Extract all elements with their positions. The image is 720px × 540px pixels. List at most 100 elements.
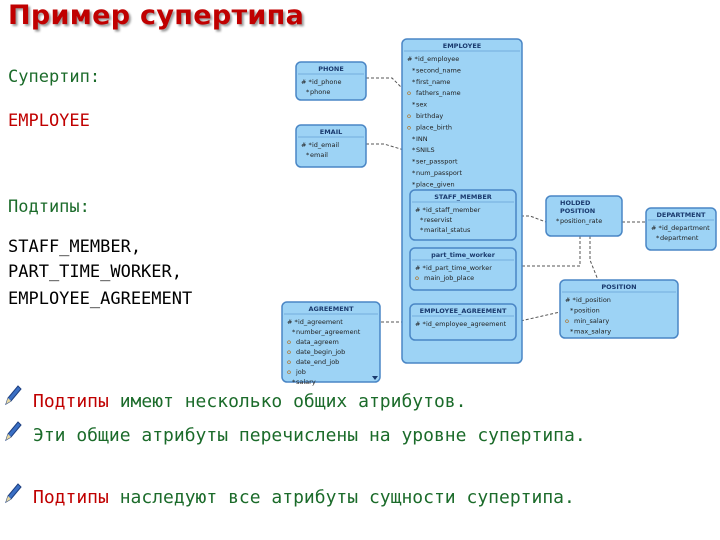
attribute-name: SNILS [416, 146, 435, 154]
attribute-name: id_part_time_worker [426, 264, 492, 272]
attribute-name: id_position [576, 296, 611, 304]
entity-box [545, 195, 623, 237]
attribute-marker: o [415, 274, 419, 282]
entity-name: part_time_worker [431, 251, 496, 259]
entity-staff-member: STAFF_MEMBER# *id_staff_member*reservist… [409, 189, 517, 241]
relationship-line [589, 236, 599, 281]
scroll-down-icon [372, 376, 378, 380]
page-title: Пример супертипа [8, 0, 305, 31]
attribute-marker: * [420, 216, 424, 224]
pencil-bullet-icon [5, 483, 22, 504]
entity-box [409, 247, 517, 291]
entity-name: POSITION [560, 207, 595, 215]
subtypes-label: Подтипы: [8, 197, 90, 217]
attribute-marker: # * [287, 318, 299, 326]
supertype-label: Супертип: [8, 67, 101, 87]
attribute-name: sex [416, 101, 427, 109]
attribute-marker: o [287, 368, 291, 376]
attribute-name: position [574, 307, 600, 315]
entity-name: AGREEMENT [308, 305, 354, 313]
attribute-marker: * [412, 169, 416, 177]
entity-phone: PHONE# *id_phone*phone [295, 61, 367, 101]
entity-name: PHONE [318, 65, 344, 73]
attribute-marker: * [412, 66, 416, 74]
attribute-name: id_employee [418, 55, 459, 63]
attribute-marker: o [407, 89, 411, 97]
bullet-rest: имеют несколько общих атрибутов. [108, 391, 467, 412]
attribute-name: fathers_name [416, 89, 461, 97]
entity-name: EMPLOYEE [443, 42, 481, 50]
pencil-bullet-icon [5, 421, 22, 442]
attribute-name: place_given [416, 180, 455, 188]
attribute-name: data_agreem [296, 338, 339, 346]
entity-box [295, 124, 367, 168]
attribute-name: main_job_place [424, 274, 474, 282]
bullet-highlight: Подтипы [33, 391, 109, 412]
entity-box [559, 279, 679, 339]
attribute-marker: * [292, 328, 296, 336]
entity-box [409, 303, 517, 341]
attribute-marker: # * [415, 264, 427, 272]
attribute-name: first_name [416, 78, 450, 86]
pencil-bullet-icon [5, 385, 22, 406]
attribute-marker: o [565, 317, 569, 325]
attribute-name: place_birth [416, 123, 452, 131]
attribute-marker: * [292, 378, 296, 386]
attribute-marker: * [412, 158, 416, 166]
attribute-name: second_name [416, 66, 461, 74]
attribute-marker: # * [651, 224, 663, 232]
attribute-name: id_department [662, 224, 710, 232]
attribute-name: id_email [312, 141, 339, 149]
attribute-marker: * [412, 146, 416, 154]
entity-employee-agreement: EMPLOYEE_AGREEMENT# *id_employee_agreeme… [409, 303, 517, 341]
bullet-text-3: Подтипы наследуют все атрибуты сущности … [33, 482, 593, 513]
subtype-item: EMPLOYEE_AGREEMENT [8, 289, 193, 309]
attribute-name: marital_status [424, 226, 471, 234]
attribute-marker: * [570, 328, 574, 336]
attribute-name: max_salary [574, 328, 611, 336]
bullet-highlight: Подтипы [33, 487, 109, 508]
entity-name: HOLDED [560, 199, 591, 207]
entity-box [645, 207, 717, 251]
attribute-marker: * [306, 88, 310, 96]
attribute-marker: * [420, 226, 424, 234]
attribute-marker: o [287, 348, 291, 356]
attribute-marker: * [570, 307, 574, 315]
attribute-marker: * [412, 180, 416, 188]
bullet-text-2: Эти общие атрибуты перечислены на уровне… [33, 420, 593, 451]
attribute-name: min_salary [574, 317, 609, 325]
attribute-name: date_begin_job [296, 348, 345, 356]
attribute-marker: # * [415, 320, 427, 328]
attribute-marker: o [407, 112, 411, 120]
attribute-name: num_passport [416, 169, 462, 177]
relationship-line [366, 77, 405, 91]
attribute-marker: * [656, 234, 660, 242]
entity-agreement: AGREEMENT# *id_agreement*number_agreemen… [281, 301, 381, 386]
attribute-marker: # * [407, 55, 419, 63]
attribute-name: reservist [424, 216, 453, 224]
entity-name: EMPLOYEE_AGREEMENT [420, 307, 507, 315]
relationship-line [366, 143, 405, 151]
attribute-name: id_agreement [298, 318, 343, 326]
relationship-line [515, 311, 561, 323]
entity-box [281, 301, 381, 383]
relationship-line [516, 236, 581, 267]
attribute-marker: * [412, 101, 416, 109]
attribute-marker: # * [415, 206, 427, 214]
attribute-name: id_phone [312, 78, 342, 86]
entity-name: DEPARTMENT [657, 211, 707, 219]
attribute-marker: o [407, 123, 411, 131]
entity-name: STAFF_MEMBER [434, 193, 492, 201]
attribute-name: ser_passport [416, 158, 458, 166]
bullet-rest: Эти общие атрибуты перечислены на уровне… [33, 425, 586, 446]
attribute-marker: o [287, 358, 291, 366]
bullet-rest: наследуют все атрибуты сущности супертип… [108, 487, 575, 508]
attribute-marker: * [412, 135, 416, 143]
entity-name: EMAIL [320, 128, 343, 136]
attribute-marker: # * [301, 78, 313, 86]
entity-box [295, 61, 367, 101]
